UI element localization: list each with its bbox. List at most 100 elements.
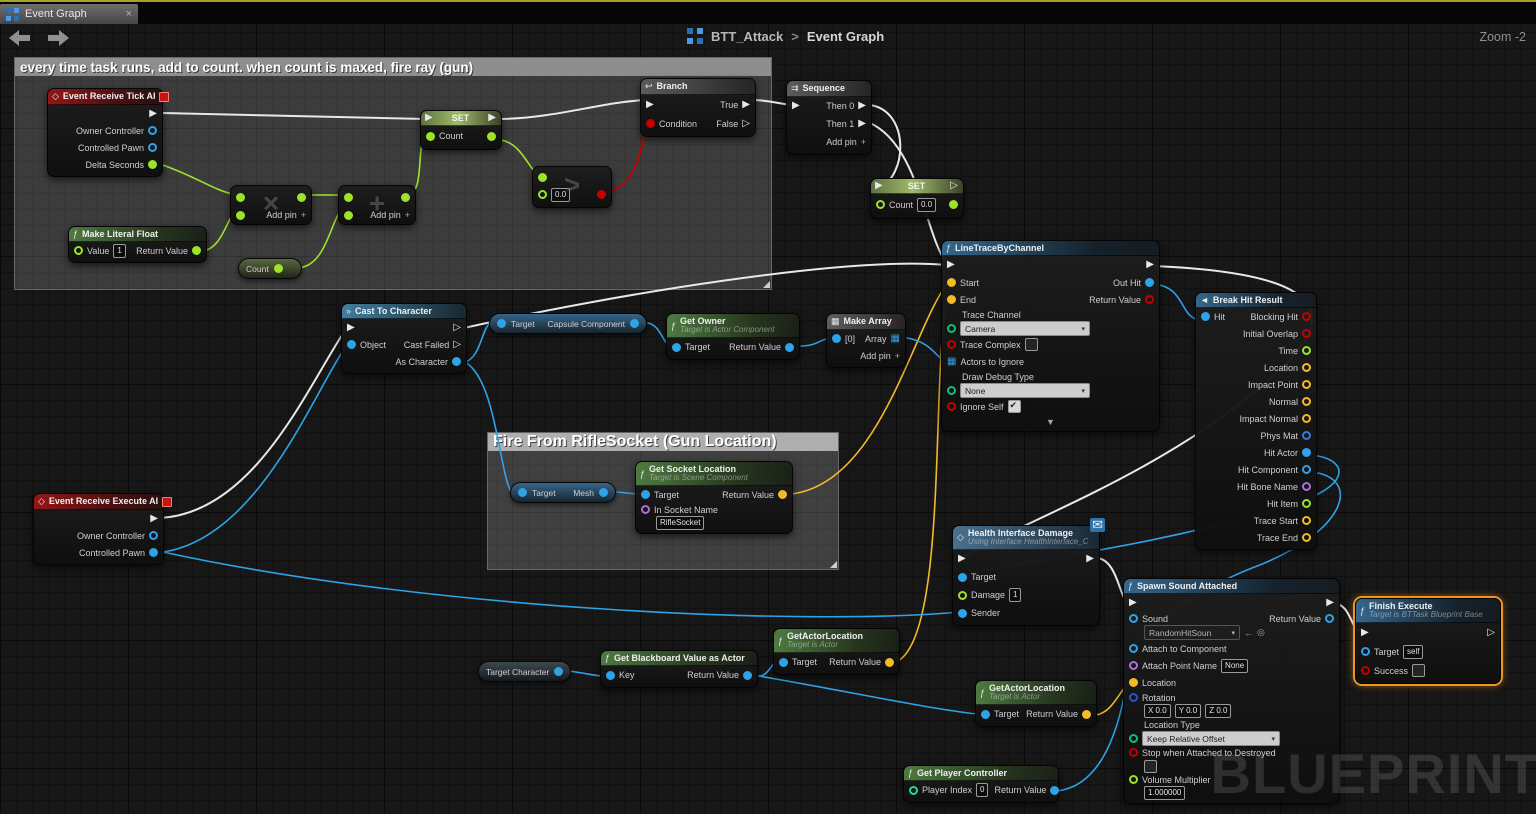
- data-pin[interactable]: [538, 173, 547, 182]
- exec-pin[interactable]: ▶: [149, 107, 157, 119]
- exec-pin[interactable]: ▶: [858, 118, 866, 129]
- data-pin[interactable]: [1129, 678, 1138, 688]
- data-pin[interactable]: [401, 192, 410, 202]
- exec-pin[interactable]: ▶: [792, 100, 800, 111]
- data-pin[interactable]: [1361, 647, 1370, 657]
- data-pin[interactable]: [885, 657, 894, 667]
- node-set-count[interactable]: ▶SET▶Count: [420, 110, 502, 150]
- target-field[interactable]: self: [1403, 644, 1424, 659]
- data-pin[interactable]: [426, 131, 435, 141]
- exec-pin[interactable]: ▶: [150, 512, 158, 524]
- data-pin[interactable]: [1302, 482, 1311, 492]
- data-pin[interactable]: [1129, 661, 1138, 671]
- data-pin[interactable]: [148, 160, 157, 169]
- data-pin[interactable]: [1201, 312, 1210, 322]
- node-add[interactable]: +Add pin+: [338, 185, 416, 225]
- data-pin[interactable]: [347, 340, 356, 350]
- exec-pin[interactable]: ▶: [1146, 259, 1154, 271]
- data-pin[interactable]: [273, 264, 283, 273]
- data-pin[interactable]: [641, 490, 650, 500]
- data-pin[interactable]: [947, 295, 956, 305]
- exec-pin[interactable]: ▶: [875, 180, 883, 191]
- data-pin[interactable]: [554, 667, 564, 676]
- exec-pin[interactable]: ▶: [1129, 597, 1137, 609]
- exec-pin[interactable]: ▷: [950, 180, 958, 191]
- data-pin[interactable]: [1129, 614, 1138, 624]
- node-sequence[interactable]: ⇉Sequence▶Then 0▶Then 1▶Add pin+: [786, 80, 872, 155]
- data-pin[interactable]: [641, 505, 650, 515]
- data-pin[interactable]: [958, 572, 967, 582]
- data-pin[interactable]: [149, 531, 158, 540]
- data-pin[interactable]: [778, 490, 787, 500]
- socket-name-field[interactable]: RifleSocket: [656, 516, 705, 531]
- data-pin[interactable]: [832, 334, 841, 343]
- data-pin[interactable]: [909, 785, 918, 795]
- data-pin[interactable]: [1129, 693, 1138, 703]
- data-pin[interactable]: [876, 200, 885, 209]
- compare-value-field[interactable]: 0.0: [551, 187, 571, 202]
- data-pin[interactable]: [1302, 346, 1311, 356]
- data-pin[interactable]: [597, 190, 606, 199]
- data-pin[interactable]: [1129, 748, 1138, 758]
- data-pin[interactable]: [785, 342, 794, 352]
- node-make-array[interactable]: ▦Make Array[0]Array▦Add pin+: [826, 313, 906, 368]
- data-pin[interactable]: [148, 126, 157, 135]
- exec-pin[interactable]: ▷: [1487, 626, 1495, 638]
- node-multiply[interactable]: ×Add pin+: [230, 185, 312, 225]
- data-pin[interactable]: [236, 192, 245, 202]
- data-pin[interactable]: [487, 131, 496, 141]
- data-pin[interactable]: [949, 200, 958, 209]
- breadcrumb-root[interactable]: BTT_Attack: [711, 28, 784, 44]
- data-pin[interactable]: [297, 192, 306, 202]
- exec-pin[interactable]: ▷: [453, 338, 461, 350]
- checkbox[interactable]: [1024, 338, 1038, 352]
- data-pin[interactable]: [1145, 278, 1154, 288]
- data-pin[interactable]: [779, 657, 788, 667]
- data-pin[interactable]: [1302, 516, 1311, 526]
- checkbox[interactable]: [1144, 759, 1157, 773]
- data-pin[interactable]: [1145, 295, 1154, 305]
- data-pin[interactable]: [1302, 499, 1311, 509]
- forward-icon[interactable]: [44, 28, 74, 48]
- data-pin[interactable]: [599, 488, 608, 497]
- data-pin[interactable]: [672, 342, 681, 352]
- data-pin[interactable]: [958, 590, 967, 600]
- node-event-receive-execute-ai[interactable]: ◇Event Receive Execute AI▶Owner Controll…: [33, 493, 173, 565]
- back-icon[interactable]: [8, 28, 38, 48]
- exec-pin[interactable]: ▶: [1326, 597, 1334, 609]
- comment-title[interactable]: Fire From RifleSocket (Gun Location): [488, 433, 838, 451]
- location-type-dropdown[interactable]: Keep Relative Offset▾: [1142, 731, 1280, 747]
- rotation-x-field[interactable]: X 0.0: [1144, 704, 1171, 719]
- rotation-z-field[interactable]: Z 0.0: [1205, 704, 1232, 719]
- sound-asset-dropdown[interactable]: RandomHitSoun▾: [1144, 625, 1240, 641]
- data-pin[interactable]: [236, 210, 245, 220]
- data-pin[interactable]: [518, 488, 527, 497]
- browse-icon[interactable]: ◎: [1257, 627, 1265, 638]
- attach-point-field[interactable]: None: [1221, 658, 1249, 673]
- node-target-character-getter[interactable]: Target Character: [478, 661, 572, 682]
- exec-pin[interactable]: ▶: [742, 98, 750, 110]
- data-pin[interactable]: [1302, 380, 1311, 390]
- exec-pin[interactable]: ▶: [488, 112, 496, 123]
- data-pin[interactable]: [538, 190, 547, 199]
- close-icon[interactable]: ×: [125, 8, 132, 20]
- data-pin[interactable]: [630, 319, 639, 328]
- add-pin-icon[interactable]: +: [860, 137, 866, 147]
- data-pin[interactable]: [1302, 448, 1311, 458]
- data-pin[interactable]: [947, 340, 956, 350]
- data-pin[interactable]: [1302, 431, 1311, 441]
- data-pin[interactable]: [1082, 709, 1091, 719]
- data-pin[interactable]: [74, 246, 83, 256]
- exec-pin[interactable]: ▶: [947, 259, 955, 271]
